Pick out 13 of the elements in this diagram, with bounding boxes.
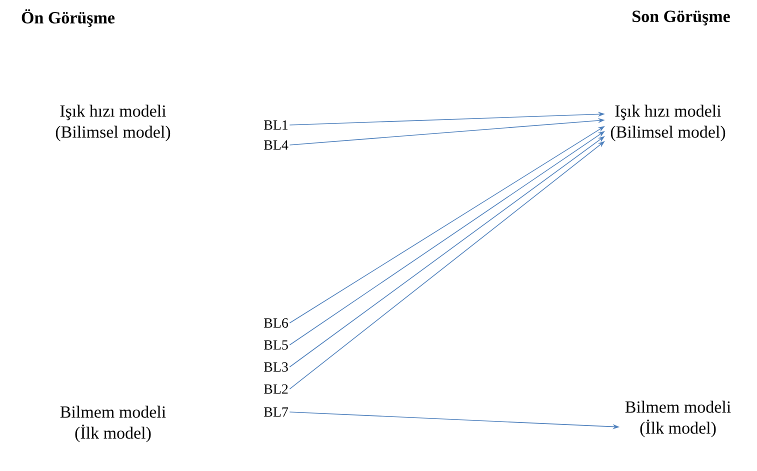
student-code: BL4 — [264, 140, 288, 150]
student-code: BL7 — [264, 407, 288, 417]
model-label: Işık hızı modeli (Bilimsel model) — [610, 104, 726, 142]
model-label: Bilmem modeli (İlk model) — [60, 406, 166, 442]
student-code: BL6 — [264, 318, 288, 328]
student-code: BL5 — [264, 340, 288, 350]
column-heading: Ön Görüşme — [22, 9, 115, 27]
column-heading: Son Görüşme — [632, 10, 730, 26]
student-code: BL2 — [264, 384, 288, 394]
model-label: Bilmem modeli (İlk model) — [625, 400, 731, 438]
model-label: Işık hızı modeli (Bilimsel model) — [56, 104, 170, 142]
student-code: BL3 — [264, 362, 288, 372]
student-code: BL1 — [264, 120, 288, 130]
